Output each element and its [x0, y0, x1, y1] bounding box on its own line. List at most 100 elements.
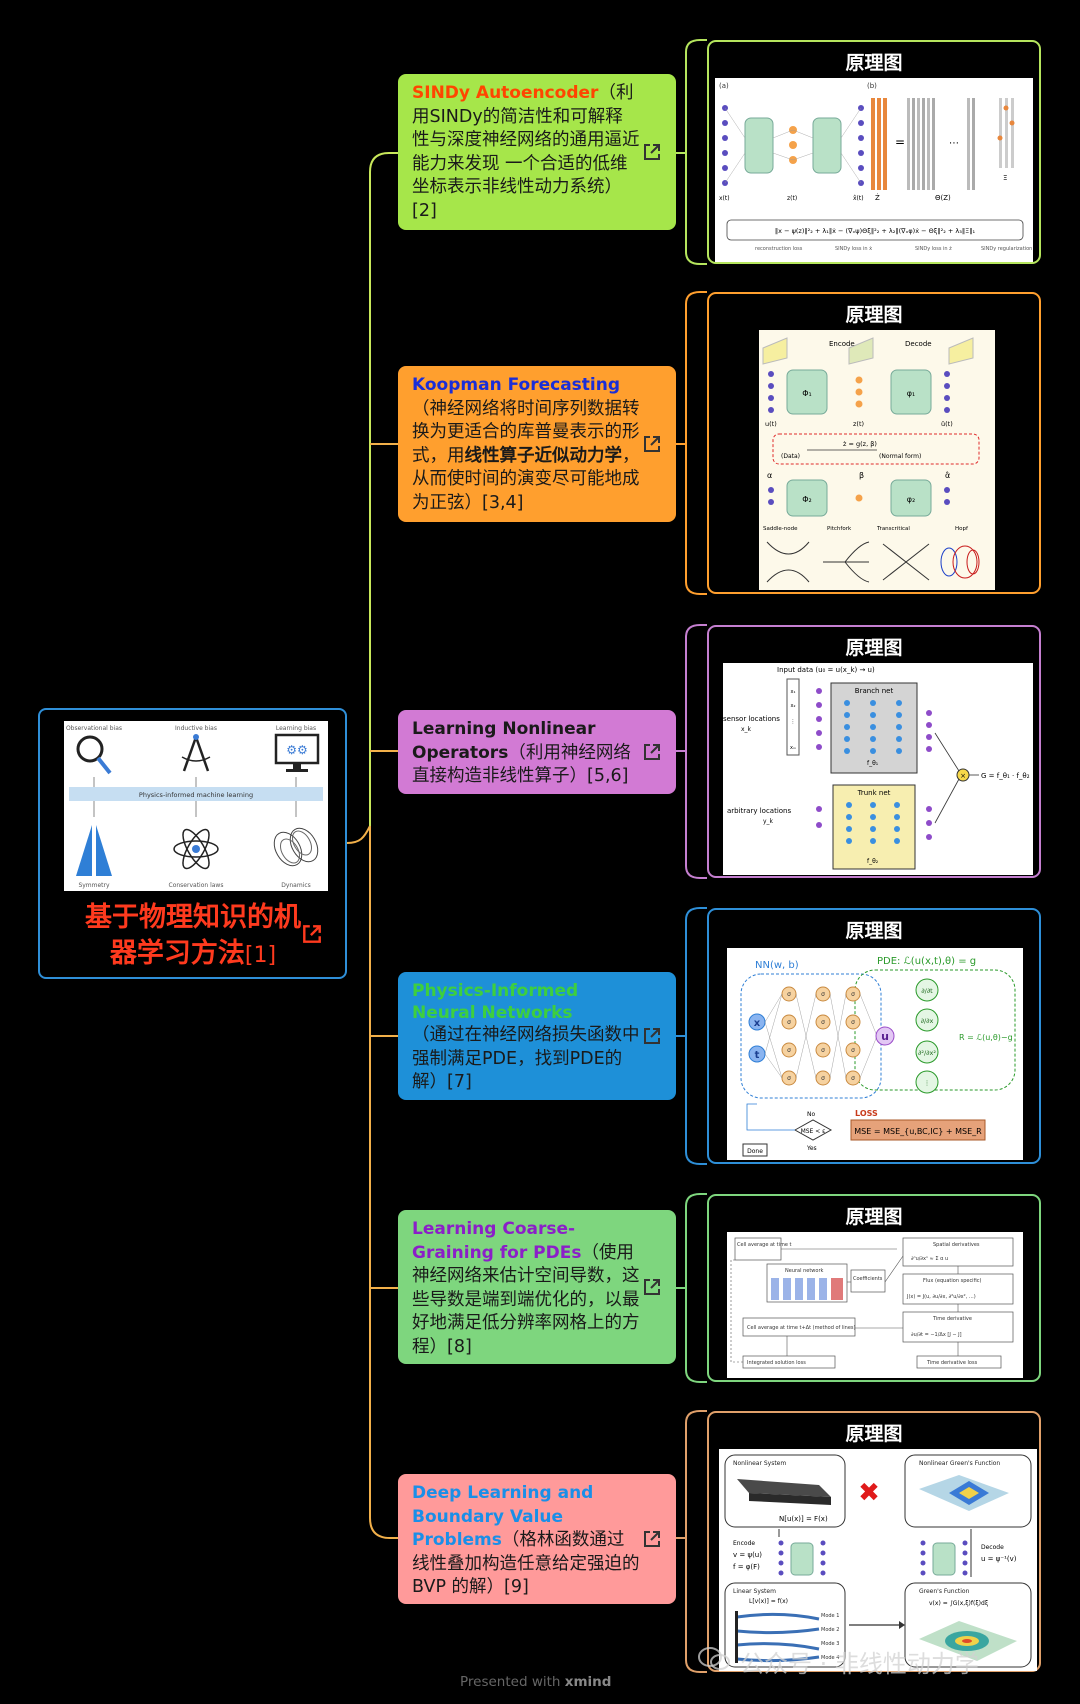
panel-label: 原理图	[845, 920, 903, 942]
topic-physics-informed-nn[interactable]: Physics-Informed Neural Networks （通过在神经网…	[398, 972, 676, 1100]
svg-text:MSE = MSE_{u,BC,IC} + MSE_R: MSE = MSE_{u,BC,IC} + MSE_R	[854, 1127, 982, 1136]
footer-brand: xmind	[564, 1674, 612, 1690]
topic-title-line2: Neural Networks	[412, 1003, 573, 1023]
external-link-icon[interactable]	[301, 923, 323, 945]
sindy-figure: (a) (b) x(t) z(t) x̂(t) = ⋯	[715, 78, 1033, 262]
external-link-icon[interactable]	[642, 1277, 662, 1297]
svg-text:f_θ₁: f_θ₁	[867, 760, 879, 767]
external-link-icon[interactable]	[642, 142, 662, 162]
svg-text:J(x) = J(u, ∂u/∂x, ∂²u/∂x², …): J(x) = J(u, ∂u/∂x, ∂²u/∂x², …)	[906, 1294, 976, 1300]
topic-learning-coarse-graining[interactable]: Learning Coarse- Graining for PDEs（使用神经网…	[398, 1210, 676, 1364]
svg-text:Branch net: Branch net	[855, 687, 894, 695]
root-title: 基于物理知识的机 器学习方法[1]	[58, 900, 328, 974]
svg-text:Hopf: Hopf	[955, 526, 969, 532]
topic-body: （通过在神经网络损失函数中强制满足PDE，找到PDE的解）[7]	[412, 1025, 640, 1092]
fig-label-conservation: Conservation laws	[169, 882, 224, 889]
svg-text:∂²/∂x²: ∂²/∂x²	[918, 1049, 936, 1057]
panel-label: 原理图	[845, 52, 903, 74]
svg-text:α̂: α̂	[945, 470, 950, 480]
coarse-graining-figure: Cell average at time t Neural network Co…	[727, 1232, 1023, 1378]
svg-text:φ₁: φ₁	[907, 389, 915, 398]
svg-text:Cell average at time t+Δt (met: Cell average at time t+Δt (method of lin…	[747, 1325, 855, 1331]
svg-text:Cell average at time t: Cell average at time t	[737, 1242, 791, 1248]
svg-text:α: α	[767, 471, 772, 480]
svg-text:σ: σ	[821, 991, 825, 998]
svg-text:(b): (b)	[867, 82, 877, 90]
fig-label-observational: Observational bias	[66, 725, 122, 732]
svg-text:SINDy loss in ż: SINDy loss in ż	[915, 246, 952, 252]
svg-text:∂/∂x: ∂/∂x	[921, 1017, 934, 1025]
topic-learning-nonlinear-operators[interactable]: Learning Nonlinear Operators（利用神经网络直接构造非…	[398, 710, 676, 794]
svg-text:Encode: Encode	[829, 340, 855, 348]
svg-text:✖: ✖	[858, 1478, 880, 1508]
svg-text:N[u(x)] = F(x): N[u(x)] = F(x)	[779, 1515, 828, 1523]
root-node[interactable]: Observational bias Inductive bias Learni…	[38, 708, 347, 979]
svg-text:No: No	[807, 1111, 815, 1118]
external-link-icon[interactable]	[642, 434, 662, 454]
panel-label: 原理图	[845, 1423, 903, 1445]
external-link-icon[interactable]	[642, 742, 662, 762]
fig-label-inductive: Inductive bias	[175, 725, 217, 732]
wechat-icon	[698, 1647, 730, 1670]
footer-prefix: Presented with	[460, 1674, 561, 1690]
svg-text:NN(w, b): NN(w, b)	[755, 960, 799, 971]
svg-text:Saddle-node: Saddle-node	[763, 526, 798, 532]
svg-text:xₘ: xₘ	[790, 745, 796, 751]
svg-text:G = f_θ₁ · f_θ₂: G = f_θ₁ · f_θ₂	[981, 772, 1030, 780]
fig-label-symmetry: Symmetry	[78, 882, 110, 889]
svg-text:ż = g(z, β): ż = g(z, β)	[843, 440, 877, 448]
svg-text:Flux (equation specific): Flux (equation specific)	[923, 1278, 981, 1284]
external-link-icon[interactable]	[642, 1529, 662, 1549]
svg-text:y_k: y_k	[763, 818, 774, 825]
panel-operators-diagram[interactable]: 原理图 Input data (u₀ = u(x_k) → u) x₁ x₂ ⋮…	[707, 625, 1041, 878]
topic-body-post: ，从而使时间的演变尽可能地成为正弦）[3,4]	[412, 445, 640, 513]
fig-label-learning: Learning bias	[276, 725, 316, 732]
topic-body-pre: （神经网络将时间序列数据转换为更适合的库普曼表示的形式，用	[412, 398, 640, 466]
svg-text:⋮: ⋮	[791, 719, 796, 725]
svg-text:v(x) = ∫G(x,ξ)f(ξ)dξ: v(x) = ∫G(x,ξ)f(ξ)dξ	[929, 1600, 988, 1607]
svg-text:Mode 4: Mode 4	[821, 1655, 839, 1661]
svg-text:⋯: ⋯	[949, 138, 959, 149]
panel-sindy-diagram[interactable]: 原理图 (a) (b) x(t) z(t) x̂(t) =	[707, 40, 1041, 264]
watermark-text: 公众号 · 非线性动力学	[740, 1650, 979, 1678]
topic-title-line1: Physics-Informed	[412, 981, 579, 1001]
topic-body: （利用神经网络直接构造非线性算子）[5,6]	[412, 742, 631, 787]
svg-text:Φ₂: Φ₂	[802, 495, 812, 504]
svg-text:Decode: Decode	[905, 340, 932, 348]
svg-text:σ: σ	[851, 1075, 855, 1082]
svg-text:(Data): (Data)	[781, 453, 800, 460]
svg-text:Done: Done	[747, 1148, 763, 1155]
svg-text:v = ψ(u): v = ψ(u)	[733, 1551, 762, 1559]
topic-deep-learning-bvp[interactable]: Deep Learning and Boundary Value Problem…	[398, 1474, 676, 1604]
svg-text:φ₂: φ₂	[907, 495, 915, 504]
svg-text:LOSS: LOSS	[855, 1109, 878, 1118]
svg-text:Mode 3: Mode 3	[821, 1641, 839, 1647]
svg-text:x_k: x_k	[741, 726, 752, 733]
svg-text:Mode 2: Mode 2	[821, 1627, 839, 1633]
topic-title-line3: Problems	[412, 1530, 502, 1550]
svg-text:Coefficients: Coefficients	[853, 1276, 883, 1282]
topic-sindy-autoencoder[interactable]: SINDy Autoencoder（利用SINDy的简洁性和可解释性与深度神经网…	[398, 74, 676, 230]
svg-text:∂/∂t: ∂/∂t	[921, 987, 933, 995]
svg-text:×: ×	[960, 772, 966, 780]
panel-bvp-diagram[interactable]: 原理图 Nonlinear System Nonlinear Green's F…	[707, 1411, 1041, 1672]
panel-koopman-diagram[interactable]: 原理图 Encode Decode Φ₁ φ₁ u(t) z(t) û(t) (…	[707, 292, 1041, 594]
topic-body: （使用神经网络来估计空间导数，这些导数是端到端优化的，以最好地满足低分辨率网格上…	[412, 1242, 640, 1357]
compass-icon	[181, 734, 211, 772]
topic-body: （格林函数通过线性叠加构造任意给定强迫的BVP 的解）[9]	[412, 1530, 640, 1597]
topic-koopman-forecasting[interactable]: Koopman Forecasting （神经网络将时间序列数据转换为更适合的库…	[398, 366, 676, 522]
external-link-icon[interactable]	[642, 1026, 662, 1046]
svg-text:Linear System: Linear System	[733, 1588, 776, 1595]
svg-text:Time derivative: Time derivative	[932, 1316, 972, 1322]
svg-text:Spatial derivatives: Spatial derivatives	[933, 1242, 980, 1248]
panel-coarse-graining-diagram[interactable]: 原理图 Cell average at time t Neural networ…	[707, 1194, 1041, 1382]
panel-label: 原理图	[845, 637, 903, 659]
svg-text:R = ℒ(u,θ)−g: R = ℒ(u,θ)−g	[959, 1033, 1013, 1042]
svg-text:‖x − ψ(z)‖²₂ + λ₁‖ẋ − (∇ₓψ)Θξ‖: ‖x − ψ(z)‖²₂ + λ₁‖ẋ − (∇ₓψ)Θξ‖²₂ + λ₂‖(∇…	[775, 227, 976, 235]
deeponet-figure: Input data (u₀ = u(x_k) → u) x₁ x₂ ⋮ xₘ …	[723, 663, 1033, 875]
topic-title-line1: Deep Learning and	[412, 1483, 594, 1503]
svg-text:x: x	[754, 1018, 761, 1029]
svg-text:SINDy loss in ẋ: SINDy loss in ẋ	[835, 246, 872, 252]
